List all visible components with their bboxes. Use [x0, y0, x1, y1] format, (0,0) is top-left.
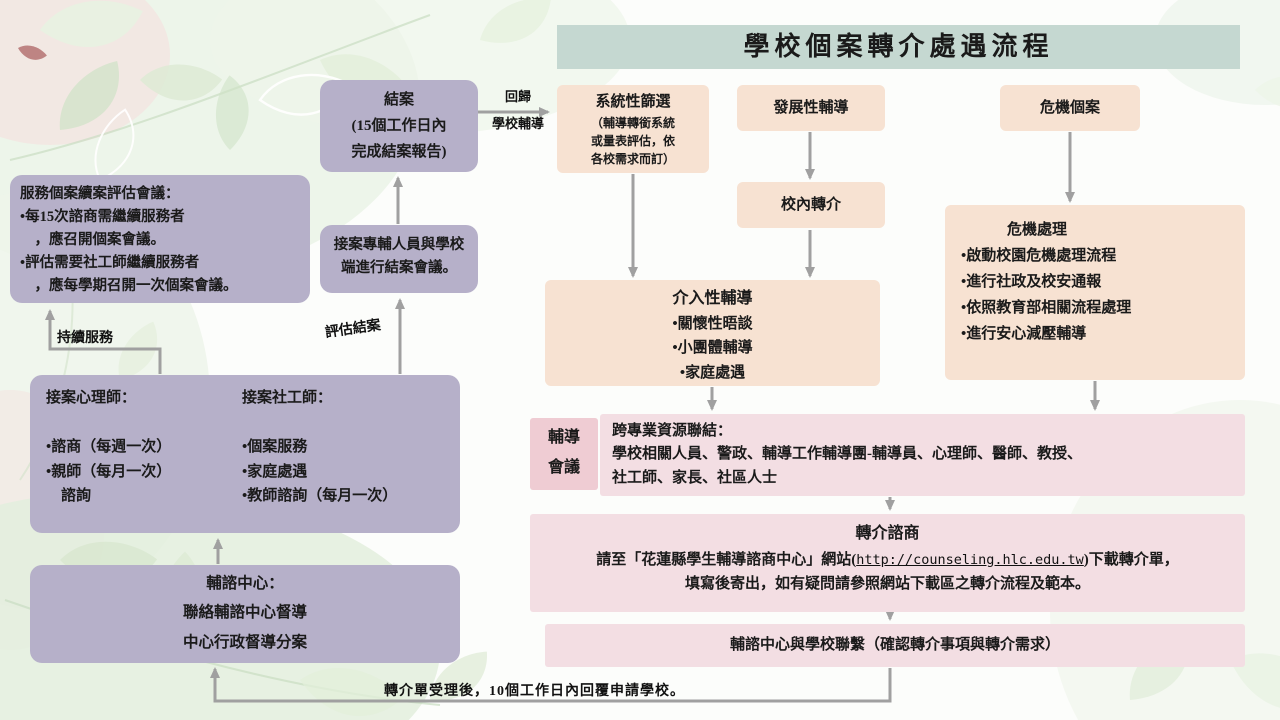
referral-counseling-box: 轉介諮商 請至「花蓮縣學生輔導諮商中心」網站(http://counseling… [530, 514, 1245, 612]
referral-line1-suffix: )下載轉介單， [1083, 551, 1179, 568]
evaluate-closing-label: 評估結案 [324, 318, 382, 341]
referral-reply-note: 轉介單受理後，10個工作日內回覆申請學校。 [384, 684, 685, 699]
systematic-screening-box: 系統性篩選 （輔導轉銜系統 或量表評估，依 各校需求而訂） [557, 85, 709, 173]
referral-url-link[interactable]: http://counseling.hlc.edu.tw [856, 551, 1084, 568]
center-school-contact-box: 輔諮中心與學校聯繫（確認轉介事項與轉介需求） [545, 624, 1245, 667]
cross-professional-resources-box: 跨專業資源聯結： 學校相關人員、警政、輔導工作輔導團-輔導員、心理師、醫師、教授… [600, 414, 1245, 496]
crisis-handling-box: 危機處理 •啟動校園危機處理流程 •進行社政及校安通報 •依照教育部相關流程處理… [945, 205, 1245, 380]
intake-psychologist-column: 接案心理師： •諮商（每週一次） •親師（每月一次） 諮詢 [46, 390, 172, 505]
counseling-center-box: 輔諮中心： 聯絡輔諮中心督導 中心行政督導分案 [30, 565, 460, 663]
crisis-handling-items: •啟動校園危機處理流程 •進行社政及校安通報 •依照教育部相關流程處理 •進行安… [961, 248, 1132, 343]
crisis-case-box: 危機個案 [1000, 85, 1140, 131]
referral-line1-prefix: 請至「花蓮縣學生輔導諮商中心」網站( [596, 551, 857, 568]
page-title: 學校個案轉介處遇流程 [557, 25, 1240, 69]
screening-title: 系統性篩選 [595, 94, 671, 110]
developmental-guidance-box: 發展性輔導 [737, 85, 885, 131]
continuous-service-label: 持續服務 [57, 331, 113, 346]
referral-title: 轉介諮商 [855, 525, 920, 542]
service-review-meeting-box: 服務個案續案評估會議： •每15次諮商需繼續服務者 ，應召開個案會議。 •評估需… [10, 175, 310, 303]
closing-meeting-box: 接案專輔人員與學校 端進行結案會議。 [320, 225, 478, 293]
return-to-school-label: 回歸 學校輔導 [491, 89, 544, 131]
internal-referral-box: 校內轉介 [737, 182, 885, 228]
case-closing-box: 結案 (15個工作日內 完成結案報告) [320, 80, 478, 172]
interventional-title: 介入性輔導 [672, 290, 753, 307]
crisis-handling-title: 危機處理 [1007, 222, 1068, 238]
interventional-guidance-box: 介入性輔導 •關懷性晤談 •小團體輔導 •家庭處遇 [545, 280, 880, 386]
intake-staff-box: 接案心理師： •諮商（每週一次） •親師（每月一次） 諮詢 接案社工師： •個案… [30, 375, 460, 533]
referral-line1: 請至「花蓮縣學生輔導諮商中心」網站(http://counseling.hlc.… [530, 548, 1245, 573]
referral-line2: 填寫後寄出，如有疑問請參照網站下載區之轉介流程及範本。 [684, 576, 1090, 593]
screening-note: （輔導轉銜系統 或量表評估，依 各校需求而訂） [590, 116, 675, 166]
intake-social-worker-column: 接案社工師： •個案服務 •家庭處遇 •教師諮詢（每月一次） [242, 390, 398, 505]
interventional-items: •關懷性晤談 •小團體輔導 •家庭處遇 [672, 315, 753, 381]
guidance-meeting-box: 輔導 會議 [530, 418, 598, 490]
